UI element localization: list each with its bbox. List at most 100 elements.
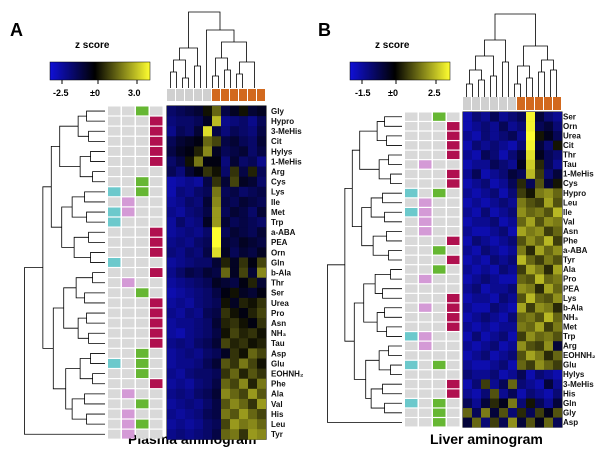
panel-a-heat-cell xyxy=(239,217,248,228)
panel-b-dendrogram-branch xyxy=(384,307,402,318)
panel-b-heat-cell xyxy=(490,379,499,390)
panel-a-annotation-empty xyxy=(150,106,163,116)
panel-a-heat-cell xyxy=(239,388,248,400)
panel-b-row-label: Met xyxy=(563,322,577,331)
panel-a-grid: GlyHypro3-MeHisCitHylys1-MeHisArgCysLysI… xyxy=(108,89,304,440)
panel-b-annotation-empty xyxy=(405,169,418,179)
panel-b-heat-cell xyxy=(463,140,472,151)
panel-a-heat-cell xyxy=(212,419,221,430)
panel-a-heat-cell xyxy=(176,237,185,248)
panel-b-heat-cell xyxy=(499,322,508,332)
panel-b-heat-cell xyxy=(553,121,562,132)
panel-a-annotation-empty xyxy=(108,247,121,257)
panel-b-heat-cell xyxy=(553,178,562,189)
panel-a-heat-cell xyxy=(221,398,230,410)
panel-b-annotation-empty xyxy=(433,198,446,207)
panel-a-heat-cell xyxy=(257,378,266,390)
panel-b-heat-cell xyxy=(499,245,508,256)
panel-b-heat-cell xyxy=(544,178,553,189)
panel-a-heat-cell xyxy=(194,388,203,400)
panel-b-heat-cell xyxy=(472,417,481,428)
panel-b-annotation-empty xyxy=(433,284,446,293)
panel-b-annotation-empty xyxy=(419,379,432,389)
panel-b-heat-cell xyxy=(508,112,517,122)
panel-a-dendrogram-branch xyxy=(92,373,105,385)
panel-b-heat-cell xyxy=(526,408,535,418)
panel-a-heat-cell xyxy=(203,267,212,278)
panel-b-heat-cell xyxy=(535,207,544,218)
panel-a-heat-cell xyxy=(167,348,176,359)
panel-a-annotation-empty xyxy=(122,298,135,308)
panel-a-heat-cell xyxy=(248,176,257,188)
panel-b-dendrogram-branch xyxy=(386,230,402,242)
panel-b-heat-cell xyxy=(553,112,562,122)
panel-b-heat-cell xyxy=(472,207,481,218)
panel-a-annotation-red xyxy=(150,136,163,146)
panel-a-annotation-green xyxy=(136,369,149,378)
panel-a-heat-cell xyxy=(239,156,248,167)
panel-a-annotation-empty xyxy=(136,126,149,136)
panel-a-annotation-empty xyxy=(122,288,135,298)
panel-b-sample-orange-6 xyxy=(517,97,525,110)
panel-a-heat-cell xyxy=(239,227,248,238)
panel-b-sample-orange-8 xyxy=(535,97,543,110)
panel-a-heat-cell xyxy=(248,378,257,390)
panel-b-annotation-pink xyxy=(419,227,432,236)
panel-b-heat-cell xyxy=(508,150,517,161)
panel-a-row-label: 1-MeHis xyxy=(271,157,302,166)
panel-b-heat-cell xyxy=(472,121,481,132)
panel-a-heat-cell xyxy=(257,196,266,208)
panel-a-heat-cell xyxy=(230,166,239,177)
panel-a-heat-cell xyxy=(221,328,230,339)
panel-b-row-label: Pro xyxy=(563,275,576,284)
panel-a-row-label: Lys xyxy=(271,188,285,197)
panel-a-heat-cell xyxy=(212,247,221,258)
panel-b-heat-cell xyxy=(481,379,490,390)
panel-b-heat-cell xyxy=(490,408,499,418)
panel-b-annotation-empty xyxy=(433,313,446,322)
panel-a-heat-cell xyxy=(212,398,221,410)
panel-a-heat-cell xyxy=(239,338,248,349)
panel-b-heat-cell xyxy=(517,274,526,285)
panel-b-heat-cell xyxy=(481,274,490,285)
panel-b-heat-cell xyxy=(526,388,535,399)
panel-b-heat-cell xyxy=(553,207,562,218)
panel-a-heat-cell xyxy=(257,388,266,400)
panel-a-annotation-red xyxy=(150,146,163,156)
panel-b-color-scale: z score -1.5 ±0 2.5 xyxy=(349,40,451,98)
panel-a-heat-cell xyxy=(221,237,230,248)
panel-a-annotation-pink xyxy=(122,207,135,217)
panel-a-heat-cell xyxy=(248,237,257,248)
panel-a-heat-cell xyxy=(194,217,203,228)
panel-b-heat-cell xyxy=(544,236,553,246)
panel-b-heat-cell xyxy=(508,293,517,304)
panel-b-annotation-pink xyxy=(419,303,432,312)
panel-a-annotation-empty xyxy=(122,369,135,378)
panel-a-heat-cell xyxy=(212,186,221,198)
panel-b-heat-cell xyxy=(526,217,535,227)
panel-b-heat-cell xyxy=(499,331,508,342)
panel-b-heat-cell xyxy=(517,293,526,304)
panel-b-heat-cell xyxy=(544,293,553,304)
panel-a-heat-cell xyxy=(167,368,176,379)
panel-b-heat-cell xyxy=(553,188,562,199)
panel-a-annotation-empty xyxy=(122,187,135,197)
panel-a-heat-cell xyxy=(167,419,176,430)
panel-a-heat-cell xyxy=(203,106,212,117)
panel-a-annotation-empty xyxy=(108,227,121,237)
panel-a-annotation-empty xyxy=(122,146,135,156)
panel-b-annotation-empty xyxy=(405,227,418,236)
panel-a-heat-cell xyxy=(239,176,248,188)
panel-b-annotation-green xyxy=(433,188,446,198)
panel-b-heat-cell xyxy=(490,217,499,227)
panel-a-heat-cell xyxy=(257,106,266,117)
panel-a-heat-cell xyxy=(185,217,194,228)
panel-a-heat-cell xyxy=(185,358,194,369)
panel-a-heat-cell xyxy=(248,409,257,420)
panel-b-sample-gray-3 xyxy=(490,97,498,110)
panel-a-heat-cell xyxy=(203,116,212,127)
panel-a-row-label: Ala xyxy=(271,390,284,399)
panel-a-heat-cell xyxy=(194,419,203,430)
panel-a-heat-cell xyxy=(203,207,212,218)
panel-a-heat-cell xyxy=(248,358,257,369)
